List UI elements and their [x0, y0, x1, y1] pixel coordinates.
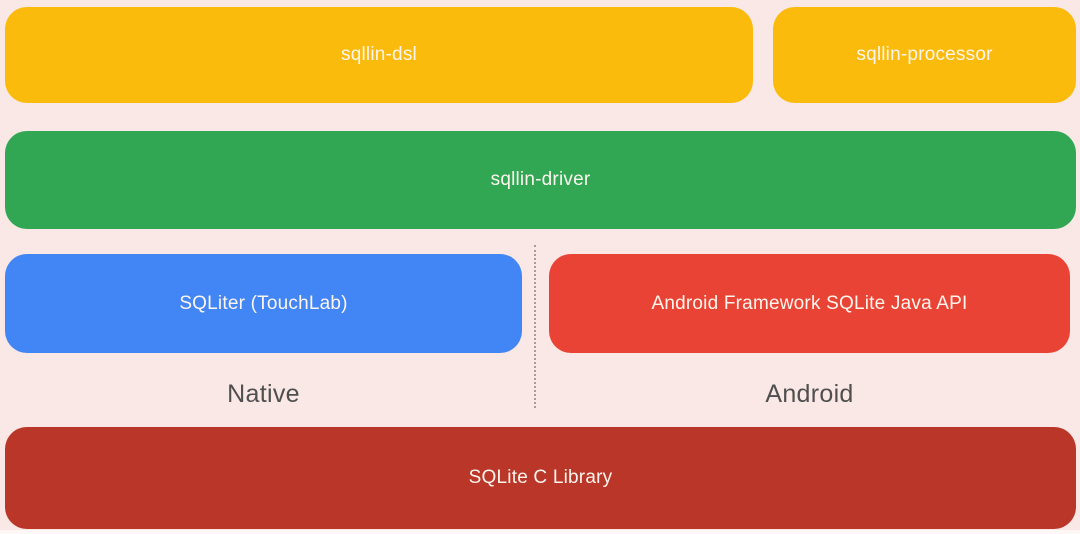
block-sqllin-driver-label: sqllin-driver [490, 169, 591, 190]
block-sqlite-c-library: SQLite C Library [5, 427, 1076, 529]
block-sqllin-dsl-label: sqllin-dsl [341, 44, 417, 65]
platform-label-native-text: Native [227, 379, 300, 408]
block-sqliter-touchlab: SQLiter (TouchLab) [5, 254, 522, 353]
block-sqllin-driver: sqllin-driver [5, 131, 1076, 229]
block-sqlite-c-library-label: SQLite C Library [468, 467, 613, 488]
bottom-edge-strip [0, 530, 1080, 534]
block-sqliter-touchlab-label: SQLiter (TouchLab) [179, 292, 348, 314]
platform-label-android: Android [549, 376, 1070, 412]
platform-label-native: Native [5, 376, 522, 412]
block-android-framework-sqlite-java-api: Android Framework SQLite Java API [549, 254, 1070, 353]
block-sqllin-processor: sqllin-processor [773, 7, 1076, 103]
platform-label-android-text: Android [765, 379, 854, 408]
block-android-framework-sqlite-java-api-label: Android Framework SQLite Java API [651, 292, 968, 314]
block-sqllin-dsl: sqllin-dsl [5, 7, 753, 103]
block-sqllin-processor-label: sqllin-processor [856, 44, 993, 65]
platform-divider-dotted-line [534, 245, 536, 408]
